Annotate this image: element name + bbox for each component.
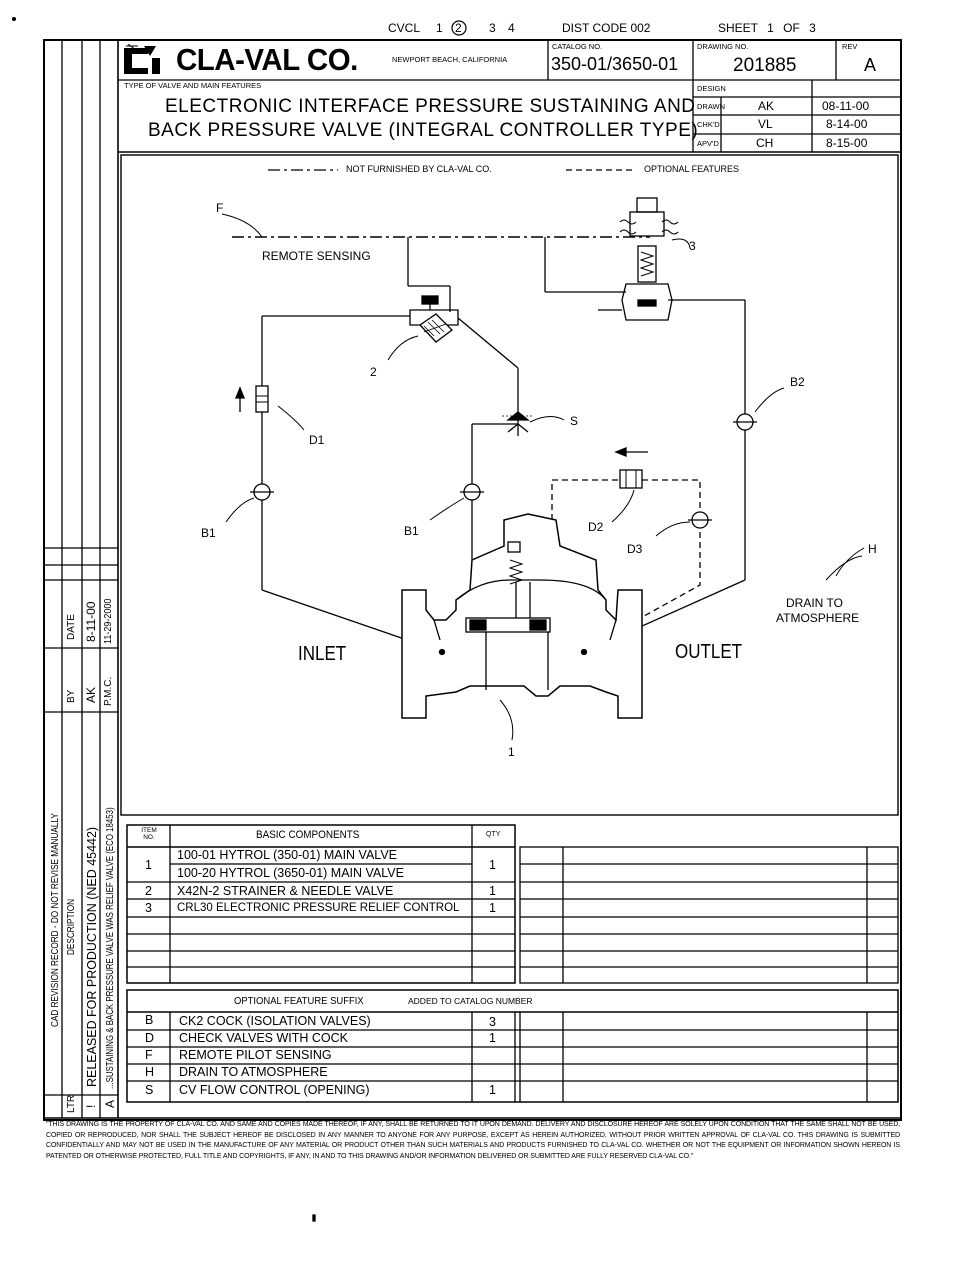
component-qty: 1 <box>489 858 496 872</box>
label-remote-sensing: REMOTE SENSING <box>262 249 371 263</box>
feature-description: REMOTE PILOT SENSING <box>179 1048 332 1062</box>
company-logo-icon <box>122 44 170 76</box>
drawn-date: 08-11-00 <box>822 99 870 113</box>
revision-record-title: CAD REVISION RECORD - DO NOT REVISE MANU… <box>50 813 61 1027</box>
feature-qty: 1 <box>489 1031 496 1045</box>
rev-label: REV <box>842 42 858 51</box>
item-number: 3 <box>145 901 152 915</box>
label-d2: D2 <box>588 520 604 534</box>
feature-code: D <box>145 1031 155 1045</box>
checked-label: CHK'D <box>697 120 720 129</box>
drawn-label: DRAWN <box>697 102 726 111</box>
revision-1-date: 8-11-00 <box>84 601 98 642</box>
feature-code: B <box>145 1013 154 1027</box>
label-b1-mid: B1 <box>404 524 419 538</box>
approved-date: 8-15-00 <box>826 136 868 150</box>
label-outlet: OUTLET <box>675 641 743 663</box>
revision-2-ltr: A <box>103 1099 117 1108</box>
label-b2: B2 <box>790 375 805 389</box>
label-drain-line2: ATMOSPHERE <box>776 611 860 625</box>
approved-label: APV'D <box>697 139 719 148</box>
revision-1-by: AK <box>84 686 98 703</box>
drawing-title-line1: ELECTRONIC INTERFACE PRESSURE SUSTAINING… <box>165 96 696 117</box>
revision-2-desc: ...SUSTAINING & BACK PRESSURE VALVE WAS … <box>104 807 116 1089</box>
label-d1: D1 <box>309 433 325 447</box>
legend-not-furnished: NOT FURNISHED BY CLA-VAL CO. <box>346 164 492 174</box>
feature-description: CHECK VALVES WITH COCK <box>179 1031 349 1045</box>
feature-code: H <box>145 1065 155 1079</box>
label-d3: D3 <box>627 542 643 556</box>
cvcl-option-1: 1 <box>436 21 443 35</box>
label-item-1: 1 <box>508 745 515 759</box>
feature-description: CV FLOW CONTROL (OPENING) <box>179 1083 370 1097</box>
label-drain-line1: DRAIN TO <box>786 596 843 610</box>
drawn-by: AK <box>758 99 775 113</box>
item-number: 2 <box>145 884 152 898</box>
cvcl-option-3: 3 <box>489 21 496 35</box>
drawing-number-label: DRAWING NO. <box>697 42 749 51</box>
feature-code: F <box>145 1048 153 1062</box>
approved-by: CH <box>756 136 774 150</box>
label-f: F <box>216 201 224 215</box>
cvcl-option-4: 4 <box>508 21 515 35</box>
component-description: 100-01 HYTROL (350-01) MAIN VALVE <box>177 848 397 862</box>
feature-qty: 3 <box>489 1015 496 1029</box>
revision-1-desc: RELEASED FOR PRODUCTION (NED 45442) <box>84 826 99 1087</box>
drawing-title-line2: BACK PRESSURE VALVE (INTEGRAL CONTROLLER… <box>148 120 699 141</box>
drawing-number: 201885 <box>733 55 797 76</box>
feature-description: CK2 COCK (ISOLATION VALVES) <box>179 1014 371 1028</box>
revision-ltr-header: LTR <box>66 1094 77 1113</box>
copyright-notice: "THIS DRAWING IS THE PROPERTY OF CLA-VAL… <box>46 1121 900 1160</box>
legend-optional: OPTIONAL FEATURES <box>644 164 740 174</box>
checked-by: VL <box>758 117 773 131</box>
optional-features-title: OPTIONAL FEATURE SUFFIX <box>234 995 364 1007</box>
label-h: H <box>868 542 877 556</box>
cvcl-label: CVCL <box>388 21 421 35</box>
component-description: X42N-2 STRAINER & NEEDLE VALVE <box>177 884 394 898</box>
revision-by-header: BY <box>66 689 77 703</box>
item-no-header: ITEM NO. <box>141 827 157 842</box>
company-location: NEWPORT BEACH, CALIFORNIA <box>392 55 508 64</box>
optional-features-subtitle: ADDED TO CATALOG NUMBER <box>408 996 533 1006</box>
company-name: CLA-VAL CO. <box>176 42 358 77</box>
revision-1-ltr: ! <box>84 1104 98 1108</box>
catalog-label: CATALOG NO. <box>552 42 603 51</box>
label-s: S <box>570 414 579 428</box>
label-item-3: 3 <box>689 239 696 253</box>
revision-desc-header: DESCRIPTION <box>66 898 77 955</box>
label-b1-left: B1 <box>201 526 216 540</box>
basic-components-title: BASIC COMPONENTS <box>256 829 360 841</box>
label-item-2: 2 <box>370 365 377 379</box>
component-qty: 1 <box>489 884 496 898</box>
catalog-number: 350-01/3650-01 <box>551 54 679 74</box>
feature-code: S <box>145 1083 154 1097</box>
design-label: DESIGN <box>697 84 726 93</box>
cvcl-option-2: 2 <box>455 21 462 35</box>
feature-qty: 1 <box>489 1083 496 1097</box>
valve-type-label: TYPE OF VALVE AND MAIN FEATURES <box>124 81 262 90</box>
component-description: 100-20 HYTROL (3650-01) MAIN VALVE <box>177 866 404 880</box>
item-number: 1 <box>145 858 152 872</box>
revision-2-date: 11-29-2000 <box>103 598 114 644</box>
revision-2-by: P.M.C. <box>103 676 114 706</box>
label-inlet: INLET <box>298 643 347 665</box>
component-qty: 1 <box>489 901 496 915</box>
dist-code: DIST CODE 002 <box>562 21 651 35</box>
component-description: CRL30 ELECTRONIC PRESSURE RELIEF CONTROL <box>177 902 460 914</box>
checked-date: 8-14-00 <box>826 117 868 131</box>
revision-date-header: DATE <box>66 614 77 640</box>
sheet-number: SHEET 1 OF 3 <box>718 21 816 35</box>
qty-header: QTY <box>486 831 501 838</box>
rev-letter: A <box>864 55 877 75</box>
feature-description: DRAIN TO ATMOSPHERE <box>179 1065 328 1079</box>
